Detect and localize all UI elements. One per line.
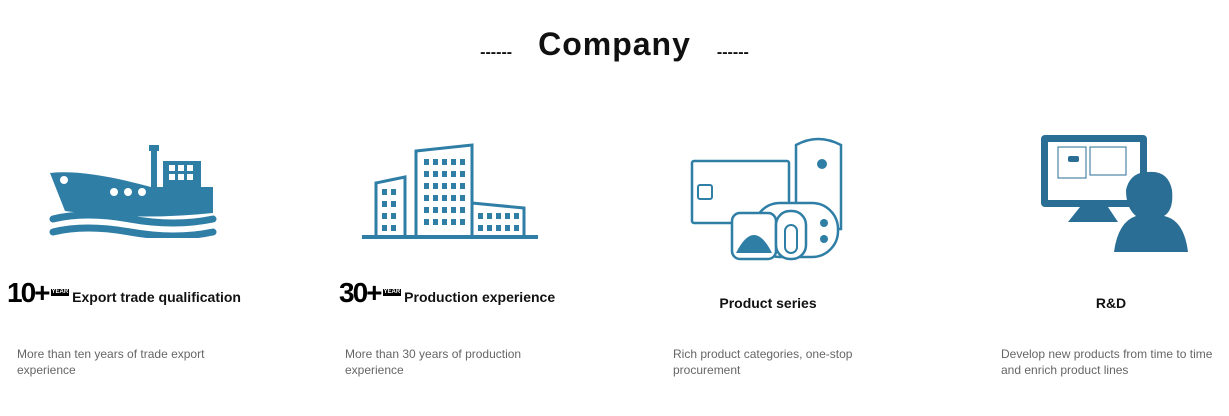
- item-heading: Production experience: [404, 289, 556, 305]
- window-mark: [382, 225, 387, 231]
- window-mark: [451, 219, 456, 225]
- window-mark: [505, 213, 510, 219]
- window-mark: [460, 219, 465, 225]
- window-mark: [460, 171, 465, 177]
- window-mark: [424, 159, 429, 165]
- window-mark: [514, 225, 519, 231]
- stat-unit: YEAR: [50, 289, 70, 296]
- window-mark: [478, 213, 483, 219]
- stat-row: 30+ YEAR Production experience: [339, 278, 555, 308]
- window-mark: [424, 195, 429, 201]
- item-heading: R&D: [1095, 295, 1127, 311]
- window-mark: [460, 207, 465, 213]
- window-mark: [460, 183, 465, 189]
- window-mark: [451, 207, 456, 213]
- window-mark: [424, 183, 429, 189]
- window-mark: [442, 195, 447, 201]
- stat-unit: YEAR: [382, 289, 402, 296]
- window-mark: [391, 201, 396, 207]
- window-mark: [391, 189, 396, 195]
- item-description: More than 30 years of production experie…: [345, 347, 522, 377]
- section-title: ------Company------: [480, 26, 749, 62]
- window-mark: [451, 159, 456, 165]
- window-mark: [442, 171, 447, 177]
- ship-icon: [49, 145, 217, 238]
- item-heading: Product series: [719, 295, 817, 311]
- window-mark: [382, 213, 387, 219]
- window-mark: [460, 195, 465, 201]
- buildings-icon: [362, 143, 538, 239]
- window-mark: [424, 171, 429, 177]
- item-description: More than ten years of trade export expe…: [17, 347, 205, 377]
- window-mark: [442, 219, 447, 225]
- window-mark: [433, 195, 438, 201]
- window-mark: [514, 213, 519, 219]
- title-text: Company: [538, 26, 691, 62]
- window-mark: [433, 183, 438, 189]
- stat-number: 10+: [7, 277, 50, 308]
- item-description: Develop new products from time to time a…: [1001, 347, 1213, 377]
- window-mark: [442, 159, 447, 165]
- window-mark: [442, 207, 447, 213]
- window-mark: [433, 207, 438, 213]
- window-mark: [424, 219, 429, 225]
- window-mark: [460, 159, 465, 165]
- window-mark: [487, 225, 492, 231]
- window-mark: [505, 225, 510, 231]
- monitor-person-icon: [1041, 135, 1188, 252]
- window-mark: [433, 159, 438, 165]
- water-heater-icon: [690, 137, 843, 261]
- window-mark: [433, 219, 438, 225]
- window-mark: [451, 183, 456, 189]
- window-mark: [391, 225, 396, 231]
- window-mark: [391, 213, 396, 219]
- item-description: Rich product categories, one-stop procur…: [673, 347, 853, 377]
- window-mark: [496, 213, 501, 219]
- window-mark: [451, 195, 456, 201]
- window-mark: [442, 183, 447, 189]
- window-mark: [487, 213, 492, 219]
- window-mark: [451, 171, 456, 177]
- stat-number: 30+: [339, 277, 382, 308]
- window-mark: [424, 207, 429, 213]
- window-mark: [478, 225, 483, 231]
- item-heading: Export trade qualification: [72, 289, 241, 305]
- window-mark: [496, 225, 501, 231]
- window-mark: [382, 189, 387, 195]
- stat-row: 10+ YEAR Export trade qualification: [7, 278, 241, 308]
- window-mark: [433, 171, 438, 177]
- window-mark: [382, 201, 387, 207]
